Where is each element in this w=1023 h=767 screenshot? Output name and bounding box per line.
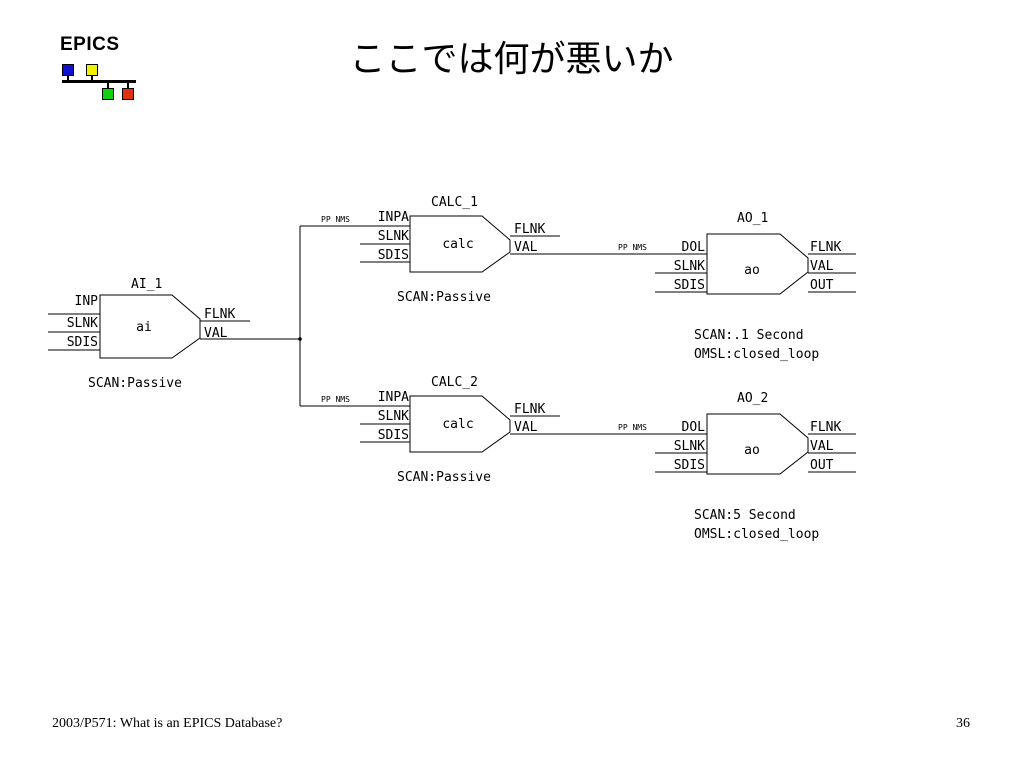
ai-1-name: AI_1 [131, 277, 162, 292]
logo-green-square [102, 88, 114, 100]
calc-2-name: CALC_2 [431, 375, 478, 390]
ai-1-field-val: VAL [204, 326, 228, 341]
logo-stub-green [107, 82, 109, 88]
link-ao-2-dol-attr: PP NMS [618, 423, 647, 432]
logo-stub-mid [91, 76, 93, 81]
link-ao-1-dol-attr: PP NMS [618, 243, 647, 252]
logo-blue-square [62, 64, 74, 76]
ao-2-field-sdis: SDIS [674, 458, 705, 473]
slide-title: ここでは何が悪いか [349, 39, 674, 80]
ao-2-name: AO_2 [737, 391, 768, 406]
ao-2-field-slnk: SLNK [674, 439, 705, 454]
ao-1-field-flnk: FLNK [810, 240, 841, 255]
epics-logo: EPICS [60, 34, 140, 104]
ao-1-name: AO_1 [737, 211, 768, 226]
calc-1-field-val: VAL [514, 240, 538, 255]
ao-2-field-flnk: FLNK [810, 420, 841, 435]
calc-1-field-slnk: SLNK [378, 229, 409, 244]
logo-stub-left [67, 76, 69, 81]
calc-1-field-flnk: FLNK [514, 222, 545, 237]
logo-stub-red [127, 82, 129, 88]
calc-1-scan: SCAN:Passive [397, 290, 491, 305]
logo-text: EPICS [60, 34, 120, 55]
ao-2-type: ao [744, 443, 760, 458]
calc-2-field-val: VAL [514, 420, 538, 435]
calc-2-field-slnk: SLNK [378, 409, 409, 424]
calc-2-field-inpa: INPA [378, 390, 409, 405]
ao-1-omsl: OMSL:closed_loop [694, 347, 819, 362]
ao-2-field-val: VAL [810, 439, 834, 454]
ao-1-field-dol: DOL [682, 240, 706, 255]
ao-1-field-sdis: SDIS [674, 278, 705, 293]
ao-2-field-dol: DOL [682, 420, 706, 435]
ao-1-scan: SCAN:.1 Second [694, 328, 804, 343]
ao-1-type: ao [744, 263, 760, 278]
calc-2-scan: SCAN:Passive [397, 470, 491, 485]
ai-1-field-flnk: FLNK [204, 307, 235, 322]
calc-1-name: CALC_1 [431, 195, 478, 210]
calc-1-field-sdis: SDIS [378, 248, 409, 263]
link-ai-to-calc-trunk [299, 225, 360, 407]
footer-page-number: 36 [956, 716, 970, 731]
junction-dot [298, 337, 302, 341]
ao-1-field-val: VAL [810, 259, 834, 274]
logo-red-square [122, 88, 134, 100]
ao-1-field-slnk: SLNK [674, 259, 705, 274]
record-ao-1-shape [655, 233, 856, 295]
ai-1-type: ai [136, 320, 152, 335]
logo-yellow-square [86, 64, 98, 76]
record-ao-2-shape [655, 413, 856, 475]
ai-1-field-slnk: SLNK [67, 316, 98, 331]
record-ai-1-shape [48, 294, 300, 359]
calc-2-type: calc [442, 417, 473, 432]
footer-course-label: 2003/P571: What is an EPICS Database? [52, 716, 283, 731]
ao-2-omsl: OMSL:closed_loop [694, 527, 819, 542]
logo-network-line [62, 80, 136, 83]
calc-2-field-flnk: FLNK [514, 402, 545, 417]
link-calc-2-inpa-attr: PP NMS [321, 395, 350, 404]
calc-1-field-inpa: INPA [378, 210, 409, 225]
link-calc-1-inpa-attr: PP NMS [321, 215, 350, 224]
ao-2-scan: SCAN:5 Second [694, 508, 796, 523]
calc-1-type: calc [442, 237, 473, 252]
ai-1-field-sdis: SDIS [67, 335, 98, 350]
ao-1-field-out: OUT [810, 278, 834, 293]
calc-2-field-sdis: SDIS [378, 428, 409, 443]
ai-1-scan: SCAN:Passive [88, 376, 182, 391]
ao-2-field-out: OUT [810, 458, 834, 473]
ai-1-field-inp: INP [75, 294, 99, 309]
